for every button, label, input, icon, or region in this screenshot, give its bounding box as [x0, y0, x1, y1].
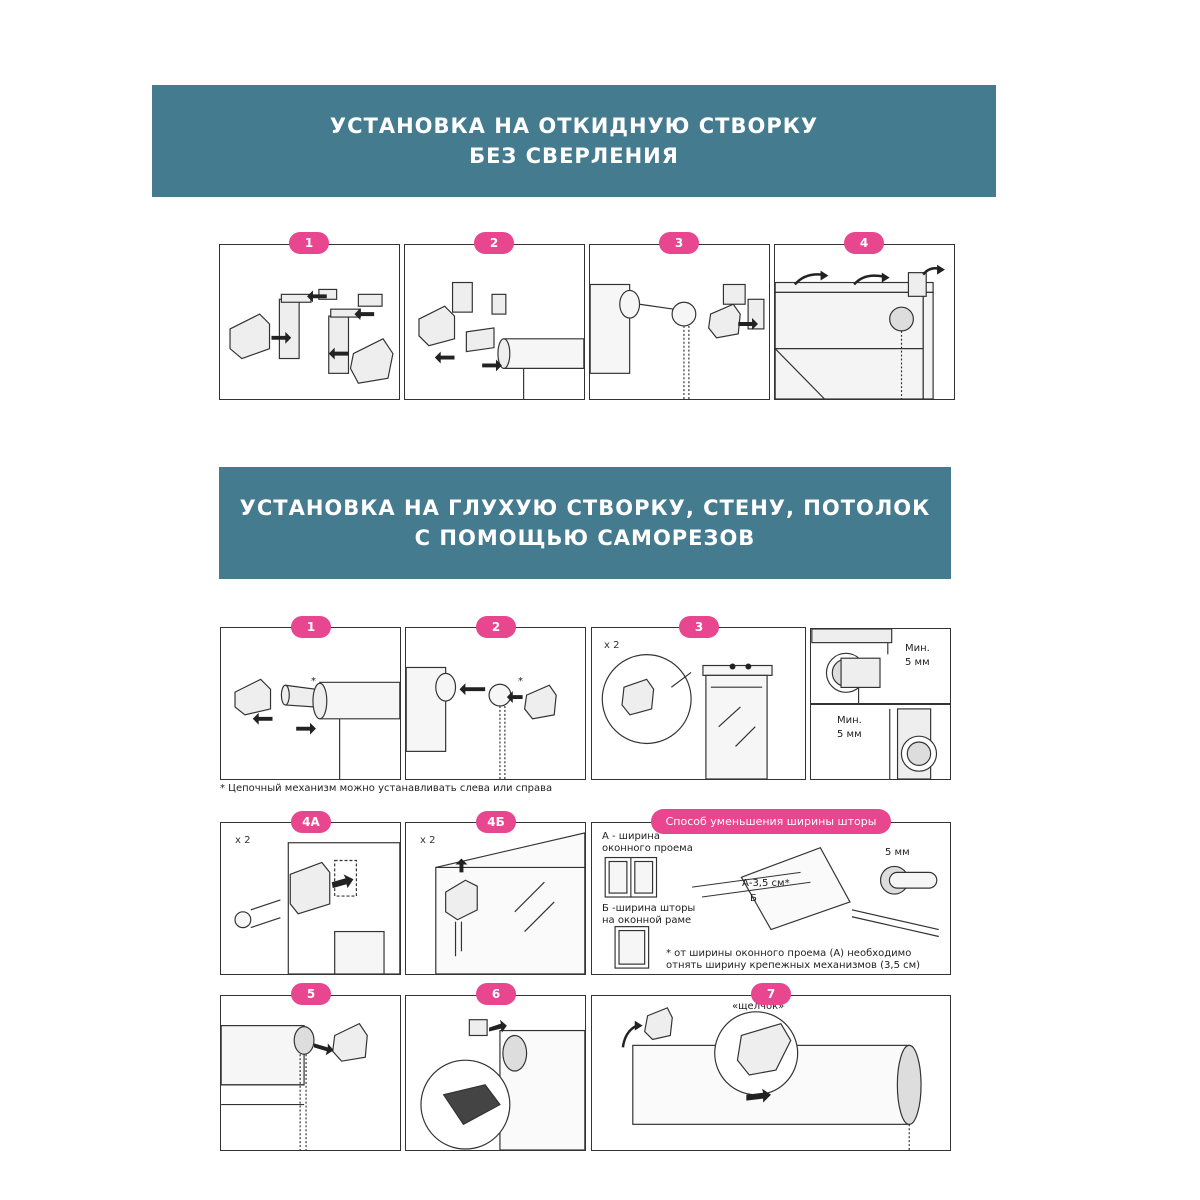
- s2-step3-badge: 3: [679, 616, 719, 638]
- s2-step2-asterisk: *: [518, 676, 523, 687]
- section2-title-line1: УСТАНОВКА НА ГЛУХУЮ СТВОРКУ, СТЕНУ, ПОТО…: [240, 493, 931, 523]
- s2-step3-panel: x 2: [591, 627, 806, 780]
- cover-attach-illustration: [221, 996, 400, 1150]
- s1-step4-panel: [774, 244, 955, 400]
- s1-step2-badge: 2: [474, 232, 514, 254]
- a-width-label-1: А - ширина: [602, 831, 660, 843]
- chain-insert-illustration: [406, 628, 585, 779]
- chain-side-note: * Цепочный механизм можно устанавливать …: [220, 783, 552, 795]
- s2-step4b-badge: 4Б: [476, 811, 516, 833]
- s2-min-top-label: Мин.: [905, 643, 930, 655]
- section1-title-line2: БЕЗ СВЕРЛЕНИЯ: [469, 141, 679, 171]
- section2-banner: УСТАНОВКА НА ГЛУХУЮ СТВОРКУ, СТЕНУ, ПОТО…: [219, 467, 951, 579]
- s2-min-top-value: 5 мм: [905, 657, 930, 669]
- dim-5mm-label: 5 мм: [885, 847, 910, 859]
- s1-step3-badge: 3: [659, 232, 699, 254]
- bracket-assembly-illustration: [220, 245, 399, 399]
- s2-step6-panel: [405, 995, 586, 1151]
- s2-step4b-panel: x 2: [405, 822, 586, 975]
- width-reduction-title: Способ уменьшения ширины шторы: [651, 809, 891, 834]
- s2-step1-asterisk: *: [311, 676, 316, 687]
- s1-step2-panel: [404, 244, 585, 400]
- s2-step4a-badge: 4А: [291, 811, 331, 833]
- hang-blind-illustration: [775, 245, 954, 399]
- dim-a-label: А-3,5 см*: [742, 878, 790, 890]
- reduce-note-2: отнять ширину крепежных механизмов (3,5 …: [666, 960, 920, 972]
- min-clearance-side-illustration: [811, 705, 950, 779]
- s2-step4a-panel: x 2: [220, 822, 401, 975]
- s2-step1-badge: 1: [291, 616, 331, 638]
- section1-banner: УСТАНОВКА НА ОТКИДНУЮ СТВОРКУ БЕЗ СВЕРЛЕ…: [152, 85, 996, 197]
- chain-mechanism-illustration: [590, 245, 769, 399]
- roller-insert-illustration: [405, 245, 584, 399]
- s2-step2-badge: 2: [476, 616, 516, 638]
- s2-step5-panel: [220, 995, 401, 1151]
- s2-min-side-label: Мин.: [837, 715, 862, 727]
- s2-step7-badge: 7: [751, 983, 791, 1005]
- section2-title-line2: С ПОМОЩЬЮ САМОРЕЗОВ: [415, 523, 756, 553]
- s2-step2-panel: *: [405, 627, 586, 780]
- s1-step4-badge: 4: [844, 232, 884, 254]
- reduce-note-1: * от ширины оконного проема (А) необходи…: [666, 948, 911, 960]
- snap-bracket-illustration: [406, 996, 585, 1150]
- s2-step4b-quantity: x 2: [420, 835, 435, 846]
- width-reduction-panel: А - ширина оконного проема Б -ширина што…: [591, 822, 951, 975]
- s2-min-top-panel: Мин. 5 мм: [810, 628, 951, 704]
- s2-step6-badge: 6: [476, 983, 516, 1005]
- click-lock-illustration: [592, 996, 950, 1150]
- bracket-roller-illustration: [221, 628, 400, 779]
- b-width-label-2: на оконной раме: [602, 915, 691, 927]
- s2-step1-panel: *: [220, 627, 401, 780]
- s2-min-side-value: 5 мм: [837, 729, 862, 741]
- s2-step5-badge: 5: [291, 983, 331, 1005]
- section1-title-line1: УСТАНОВКА НА ОТКИДНУЮ СТВОРКУ: [330, 111, 818, 141]
- s2-step7-panel: «щелчок»: [591, 995, 951, 1151]
- s2-step4a-quantity: x 2: [235, 835, 250, 846]
- dim-b-label: Б: [750, 893, 757, 905]
- a-width-label-2: оконного проема: [602, 843, 693, 855]
- s1-step1-badge: 1: [289, 232, 329, 254]
- s2-min-side-panel: Мин. 5 мм: [810, 704, 951, 780]
- s1-step1-panel: [219, 244, 400, 400]
- screw-mount-illustration: [592, 628, 805, 779]
- b-width-label-1: Б -ширина шторы: [602, 903, 695, 915]
- s1-step3-panel: [589, 244, 770, 400]
- s2-step3-quantity: x 2: [604, 640, 619, 651]
